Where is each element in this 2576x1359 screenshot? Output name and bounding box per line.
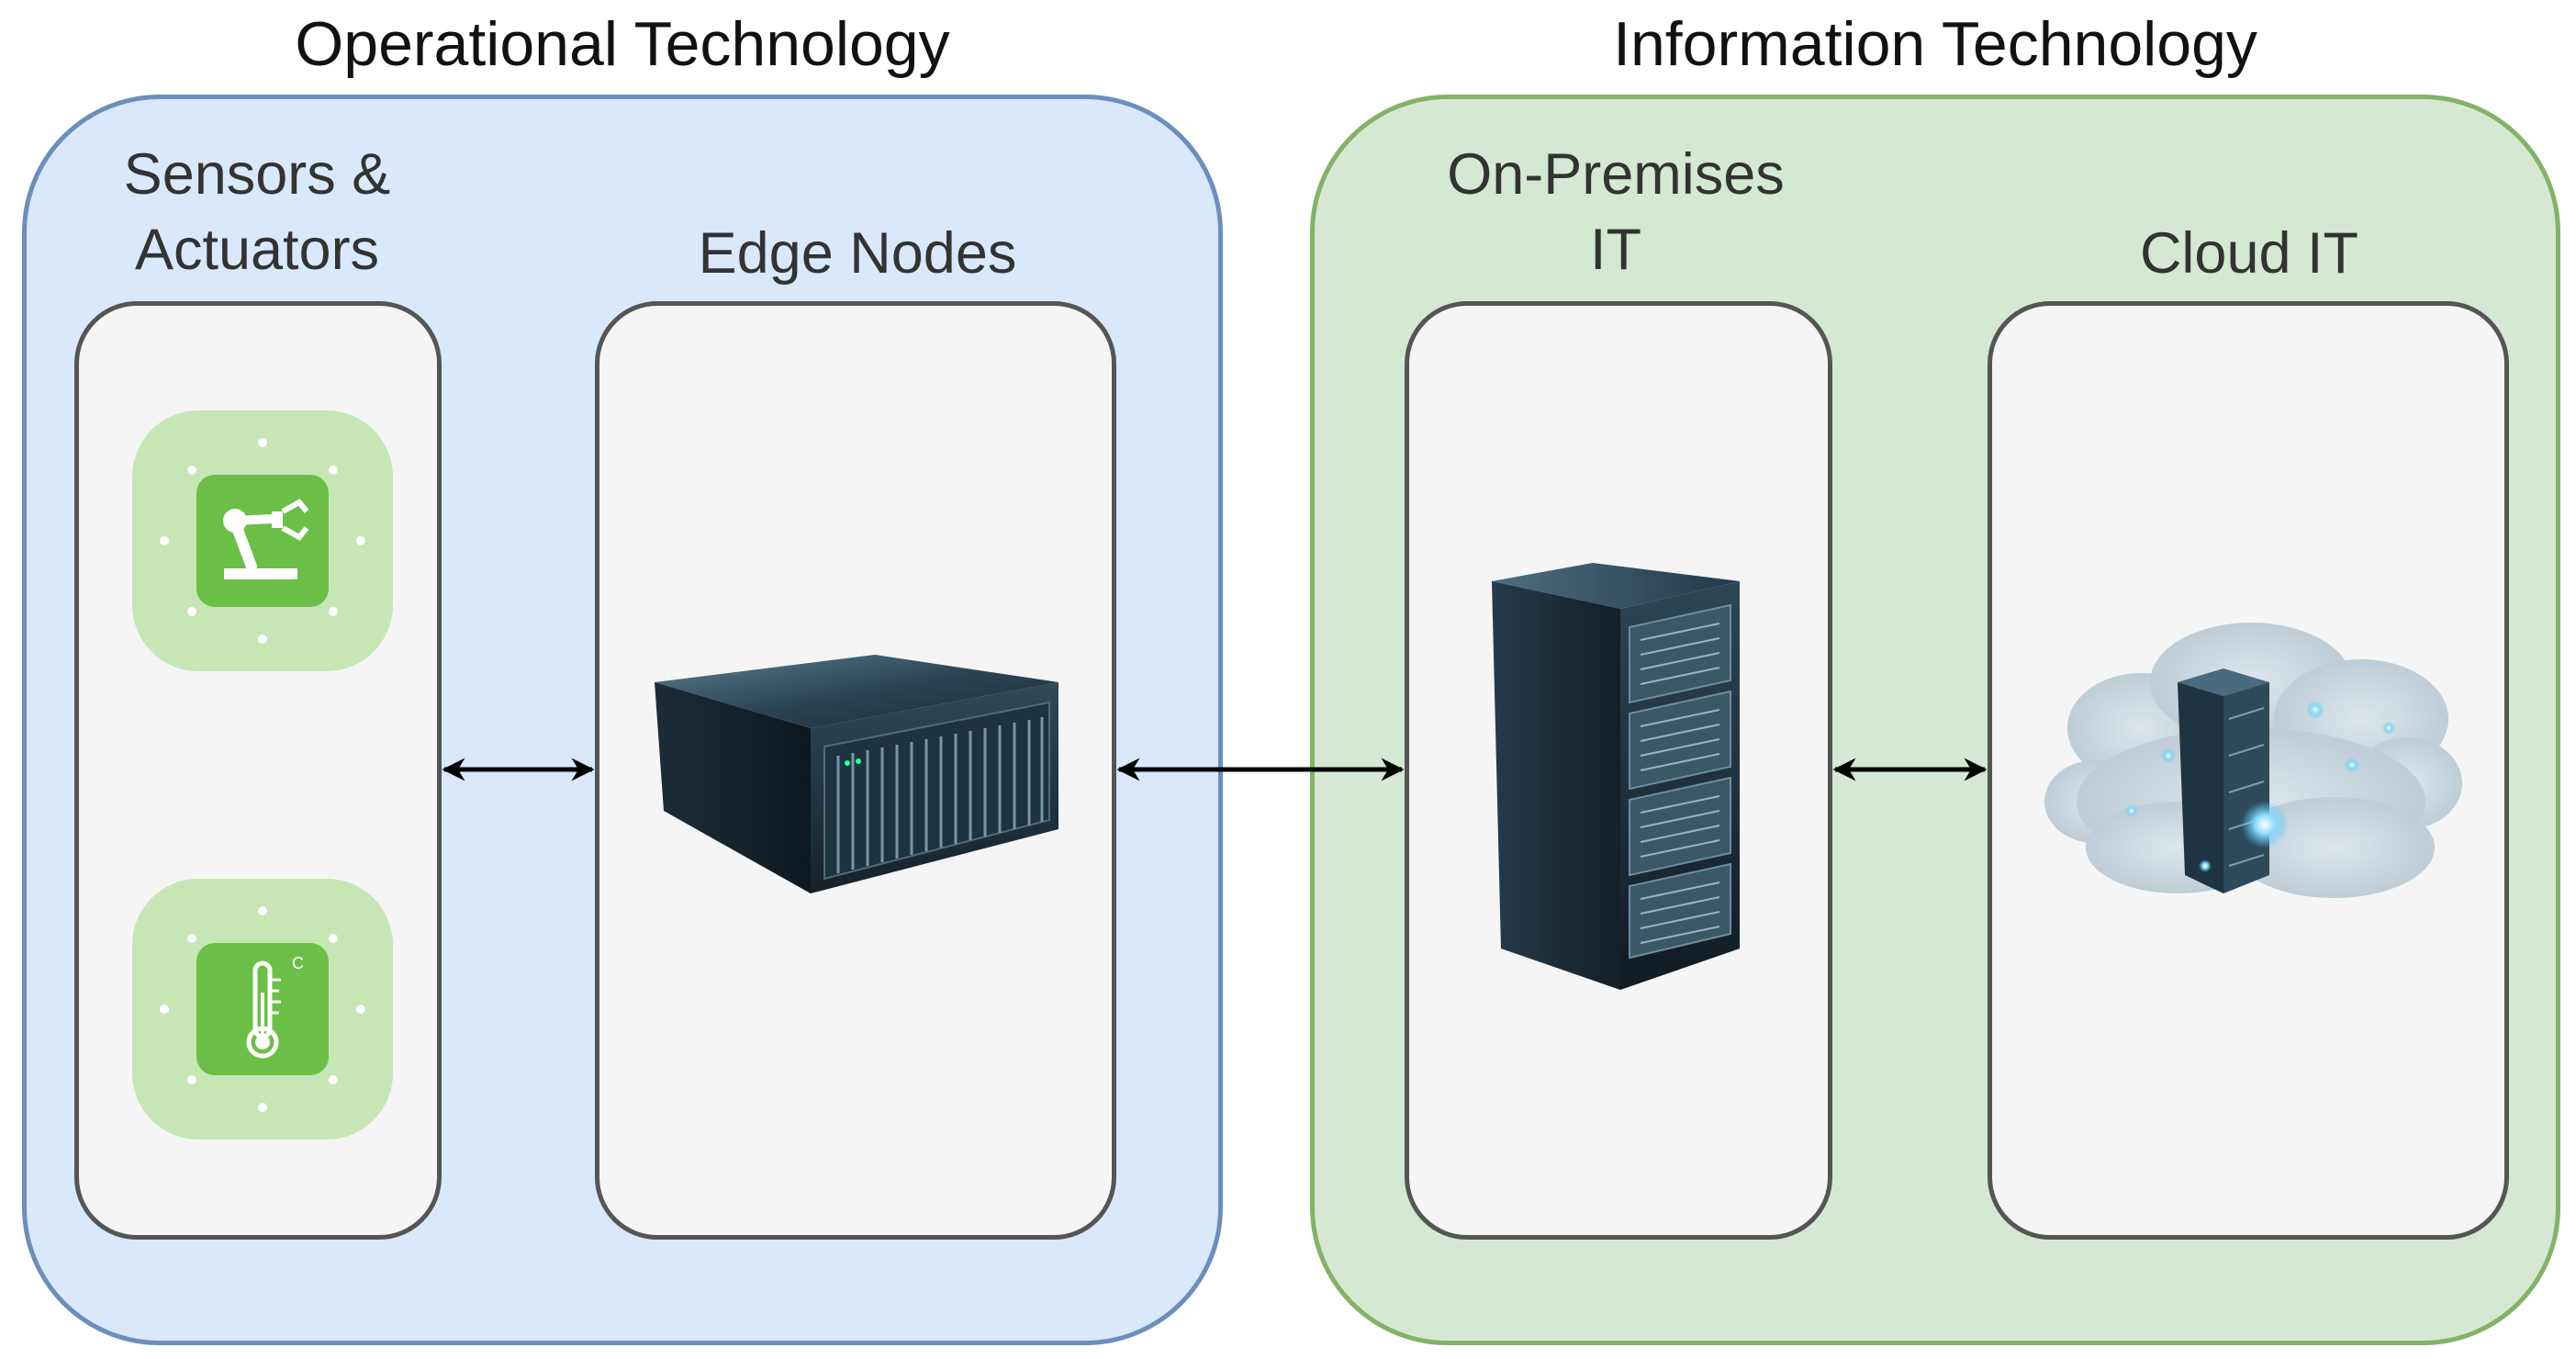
robot-arm-icon <box>196 475 329 607</box>
on-premises-it-panel <box>1405 301 1832 1240</box>
cloud-it-label: Cloud IT <box>2139 221 2359 286</box>
sensors-label-line2: Actuators <box>134 218 380 282</box>
robot-arm-tile <box>132 410 393 671</box>
onprem-label-line1: On-Premises <box>1447 142 1785 207</box>
cloud-it-panel <box>1988 301 2509 1240</box>
cloud-server-icon <box>2044 623 2462 898</box>
thermometer-icon: C <box>196 943 329 1075</box>
sensors-actuators-label: Sensors & Actuators <box>73 137 441 287</box>
tower-server-icon <box>1492 563 1740 990</box>
thermometer-tile: C <box>132 879 393 1140</box>
sensors-actuators-panel: C <box>74 301 442 1240</box>
sensors-label-line1: Sensors & <box>123 142 391 207</box>
edge-nodes-panel <box>595 301 1116 1240</box>
on-premises-it-label: On-Premises IT <box>1395 137 1836 287</box>
thermometer-unit-label: C <box>292 954 304 972</box>
rack-server-icon <box>655 655 1058 893</box>
it-group-title: Information Technology <box>1613 9 2257 79</box>
edge-nodes-label: Edge Nodes <box>698 221 1017 286</box>
ot-group-title: Operational Technology <box>295 9 950 79</box>
onprem-label-line2: IT <box>1590 218 1641 282</box>
